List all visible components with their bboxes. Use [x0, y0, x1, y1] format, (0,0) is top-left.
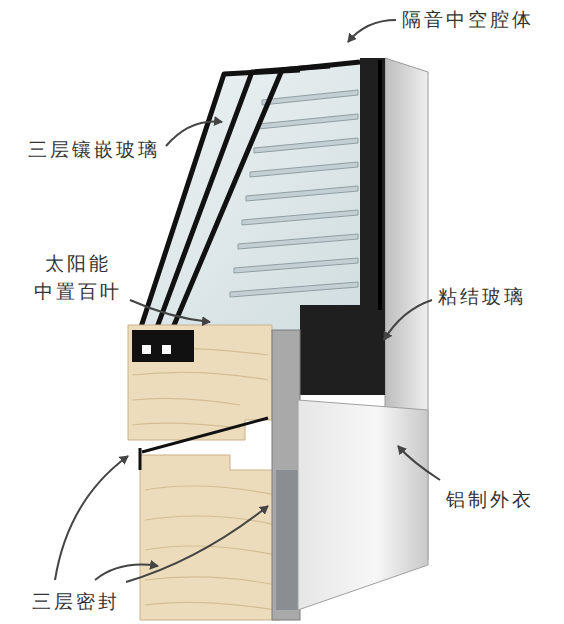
callout-label: 三层镶嵌玻璃 — [28, 136, 160, 164]
glass-area — [138, 60, 380, 330]
callout-label: 三层密封 — [32, 588, 120, 616]
bonded-frame — [300, 58, 385, 395]
clip-profile — [272, 330, 300, 620]
callout-label: 铝制外衣 — [446, 486, 534, 514]
aluminium-cladding — [298, 400, 428, 610]
callout-label: 隔音中空腔体 — [402, 6, 534, 34]
callout-label: 太阳能 中置百叶 — [30, 250, 126, 305]
callout-label: 粘结玻璃 — [438, 283, 526, 311]
wood-profile — [128, 325, 280, 620]
glass-panes — [140, 62, 360, 330]
insulation — [276, 470, 298, 610]
blind-slats — [230, 90, 358, 297]
